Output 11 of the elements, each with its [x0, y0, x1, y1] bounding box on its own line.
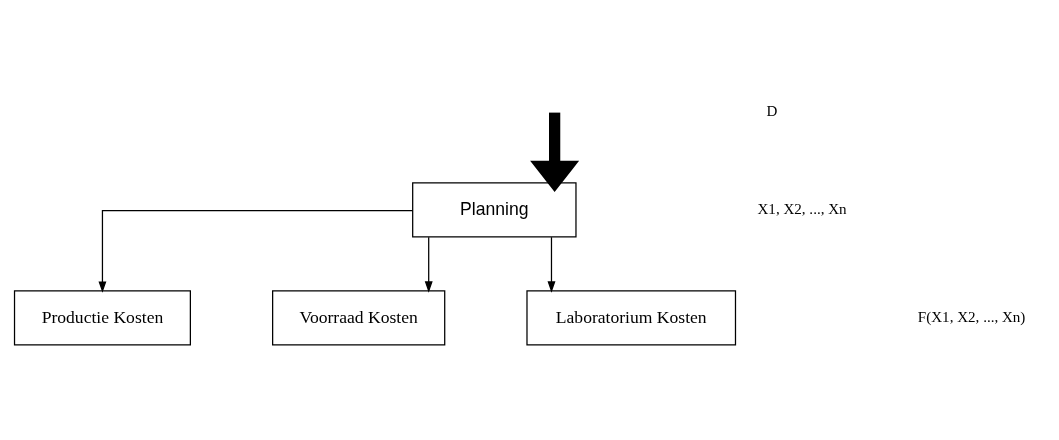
- label: X1, X2, ..., Xn: [757, 200, 847, 217]
- node-box: Productie Kosten: [13, 290, 191, 346]
- label: F(X1, X2, ..., Xn): [917, 308, 1026, 325]
- arrow: [98, 209, 414, 293]
- node-box: Planning: [412, 182, 577, 238]
- arrow: [530, 112, 580, 192]
- arrow: [424, 236, 433, 293]
- node-box: Laboratorium Kosten: [526, 290, 737, 346]
- label: D: [766, 102, 778, 119]
- node-box: Voorraad Kosten: [272, 290, 446, 346]
- arrow: [547, 236, 556, 293]
